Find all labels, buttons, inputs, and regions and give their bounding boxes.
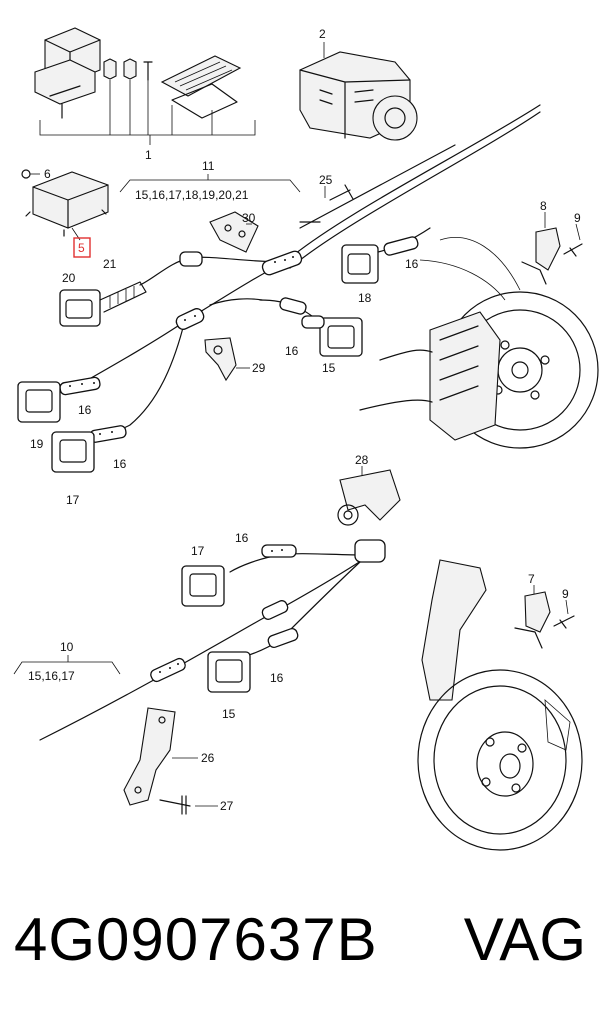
lower-wiring-harness [39,539,386,741]
part-26-bracket [123,707,198,806]
upper-wiring-harness [59,104,541,443]
front-brake-assembly [359,237,599,449]
part-28-bracket [337,466,401,526]
connector-20 [59,281,147,327]
callout-17-a: 17 [66,493,80,507]
callout-16-a: 16 [405,257,419,271]
connector-15-lower [207,651,251,693]
callout-16-c: 16 [78,403,92,417]
callout-2: 2 [319,27,326,41]
connector-15-upper [301,315,363,357]
part-9-bolt-upper [563,223,583,257]
part-30-clip [209,211,259,253]
callout-16-f: 16 [270,671,284,685]
callout-9-b: 9 [562,587,569,601]
rear-brake-assembly [417,559,583,851]
connector-17-lower [181,565,225,607]
group-11-bracket [119,174,301,193]
part-5-control-unit [21,169,109,241]
callout-6: 6 [44,167,51,181]
callout-27: 27 [220,799,234,813]
callout-16-b: 16 [285,344,299,358]
group-10-list: 15,16,17 [28,669,75,683]
callout-5: 5 [78,241,85,255]
part-2-abs-unit [299,42,418,141]
parts-diagram: 1 2 5 6 11 15,16,17,18,19,20,21 [13,27,599,851]
callout-15-b: 15 [222,707,236,721]
callout-26: 26 [201,751,215,765]
callout-7: 7 [528,572,535,586]
part-9-bolt-lower [553,599,575,629]
part-7-wheel-speed-sensor [514,585,551,649]
brand: VAG [463,906,586,973]
callout-16-d: 16 [113,457,127,471]
callout-21: 21 [103,257,117,271]
part-27-bolt [159,795,218,815]
group-11-list: 15,16,17,18,19,20,21 [135,188,249,202]
callout-8: 8 [540,199,547,213]
connector-19 [17,381,61,423]
footer: 4G0907637B VAG [0,895,600,985]
callout-11: 11 [202,159,215,173]
callout-19: 19 [30,437,44,451]
callout-29: 29 [252,361,266,375]
part-number: 4G0907637B [14,906,378,973]
callout-5-highlight [73,237,91,258]
callout-1: 1 [145,148,152,162]
callout-30: 30 [242,211,256,225]
part-1-repair-kit [34,27,256,145]
callout-16-e: 16 [235,531,249,545]
connector-17-upper [51,431,95,473]
part-29-bracket [204,337,250,382]
callout-25: 25 [319,173,333,187]
connector-18 [341,227,431,284]
callout-10: 10 [60,640,74,654]
callout-18: 18 [358,291,372,305]
callout-15-a: 15 [322,361,336,375]
part-25-cable [299,144,456,229]
callout-20: 20 [62,271,76,285]
group-10-bracket [13,655,121,675]
part-8-wheel-speed-sensor [521,212,561,285]
callout-17-b: 17 [191,544,205,558]
callout-9-a: 9 [574,211,581,225]
callout-28: 28 [355,453,369,467]
